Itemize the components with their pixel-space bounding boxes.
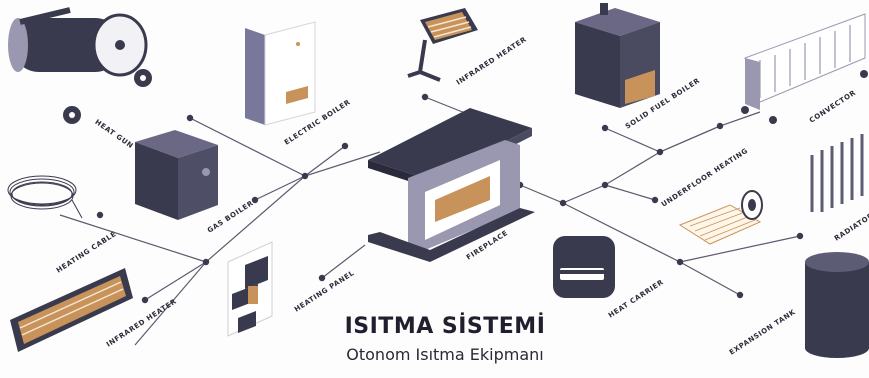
line-expansion	[679, 235, 801, 263]
junction-dots	[96, 93, 804, 304]
infrared-heater-top-icon	[407, 8, 478, 82]
line-solid-fuel	[604, 127, 661, 153]
line-heating-panel	[321, 244, 366, 279]
gas-boiler-icon	[135, 130, 218, 220]
heating-cable-icon	[7, 175, 83, 219]
line-electric-boiler	[304, 145, 346, 177]
electric-boiler-icon	[245, 21, 316, 126]
heating-panel-icon	[227, 241, 273, 337]
convector-icon	[741, 13, 868, 124]
line-gas-boiler	[254, 175, 306, 201]
page-title: ISITMA SİSTEMİ	[344, 314, 546, 339]
line-infrared-bottom	[144, 261, 207, 301]
infrared-heater-bottom-icon	[10, 268, 133, 352]
line-underfloor	[604, 184, 656, 201]
heat-carrier-icon	[553, 236, 615, 298]
line-left-main	[134, 151, 381, 346]
expansion-tank-icon	[805, 252, 869, 358]
heat-gun-icon	[8, 7, 152, 124]
line-heating-cable	[59, 214, 207, 263]
underfloor-heating-icon	[678, 190, 763, 245]
line-heat-gun	[189, 117, 306, 177]
fireplace-icon	[368, 108, 535, 262]
solid-fuel-boiler-icon	[575, 3, 660, 108]
radiator-icon	[810, 134, 864, 212]
page-subtitle: Otonom Isıtma Ekipmanı	[346, 345, 544, 364]
